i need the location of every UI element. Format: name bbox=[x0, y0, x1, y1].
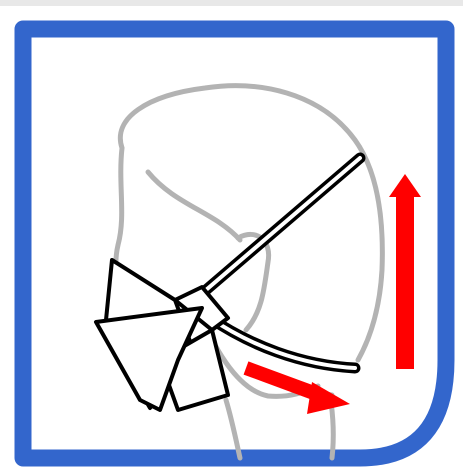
top-strip bbox=[0, 0, 463, 6]
